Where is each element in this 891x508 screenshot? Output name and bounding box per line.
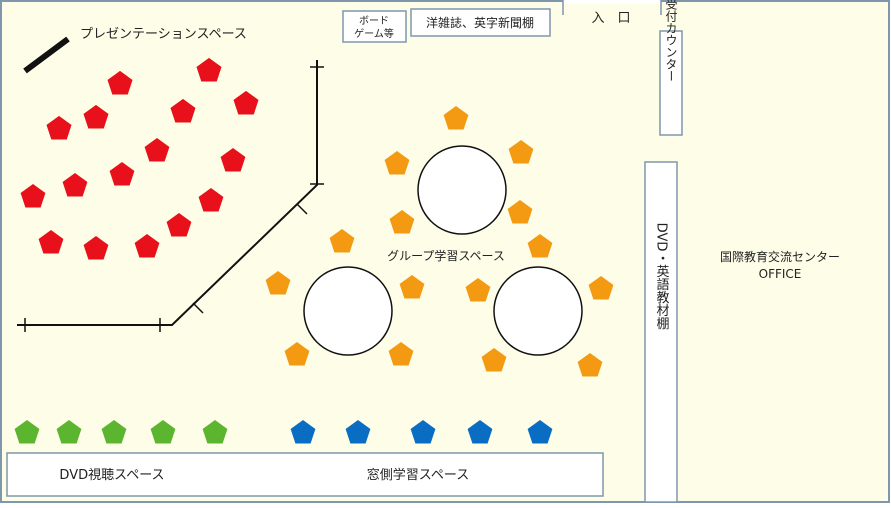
entrance-label: 入 口 [591, 11, 630, 26]
window-side-chair [467, 420, 493, 444]
dvd-shelf-box [644, 161, 678, 503]
group-chair [265, 271, 291, 295]
dvd-viewing-chair [14, 420, 40, 444]
dvd-viewing-chair [150, 420, 176, 444]
presentation-chair [198, 188, 224, 212]
presentation-chair [220, 148, 246, 172]
partition-wall [17, 60, 318, 326]
group-chair [508, 140, 534, 164]
window-side-chair [290, 420, 316, 444]
presentation-chair [20, 184, 46, 208]
group-chair [384, 151, 410, 175]
presentation-chair [38, 230, 64, 254]
window-side-chair [410, 420, 436, 444]
presentation-whiteboard [23, 36, 70, 74]
window-side-chair [527, 420, 553, 444]
group-chair [388, 342, 414, 366]
presentation-chair [196, 58, 222, 82]
presentation-chair [62, 173, 88, 197]
presentation-chair [109, 162, 135, 186]
presentation-chair [83, 105, 109, 129]
board-game-label-line1: ボード [359, 15, 389, 27]
reception-counter-box [659, 30, 683, 136]
dvd-viewing-chair [56, 420, 82, 444]
presentation-space-label: プレゼンテーションスペース [80, 27, 247, 42]
group-chair [329, 229, 355, 253]
group-chair [399, 275, 425, 299]
group-study-label: グループ学習スペース [387, 248, 505, 263]
office-label-line1: 国際教育交流センター [720, 249, 840, 264]
presentation-chair [144, 138, 170, 162]
dvd-shelf-label: DVD・英語教材棚 [654, 223, 670, 330]
board-game-box [342, 10, 407, 43]
group-table [417, 145, 507, 235]
group-chair [527, 234, 553, 258]
group-chair [284, 342, 310, 366]
group-table [493, 266, 583, 356]
reception-counter-label: 受付カウンター [664, 0, 678, 82]
group-table [303, 266, 393, 356]
group-chair [481, 348, 507, 372]
group-chair [588, 276, 614, 300]
window-study-label: 窓側学習スペース [367, 467, 469, 483]
board-game-label-line2: ゲーム等 [354, 27, 394, 40]
partition-tick [296, 203, 308, 215]
group-chair [443, 106, 469, 130]
presentation-chair [233, 91, 259, 115]
presentation-chair [83, 236, 109, 260]
group-chair [507, 200, 533, 224]
presentation-chair [170, 99, 196, 123]
group-chair [389, 210, 415, 234]
presentation-chair [134, 234, 160, 258]
dvd-viewing-chair [101, 420, 127, 444]
group-chair [577, 353, 603, 377]
presentation-chair [46, 116, 72, 140]
dvd-viewing-label: DVD視聴スペース [59, 468, 164, 483]
group-chair [465, 278, 491, 302]
magazine-shelf-box [410, 8, 551, 37]
entrance-gap [563, 0, 661, 4]
window-side-chair [345, 420, 371, 444]
chairs-layer [14, 58, 614, 444]
presentation-chair [166, 213, 192, 237]
office-label-line2: OFFICE [759, 267, 802, 281]
magazine-shelf-label: 洋雑誌、英字新聞棚 [426, 15, 534, 30]
dvd-viewing-chair [202, 420, 228, 444]
window-counter-box [6, 452, 604, 497]
presentation-chair [107, 71, 133, 95]
partition-tick [192, 302, 204, 314]
